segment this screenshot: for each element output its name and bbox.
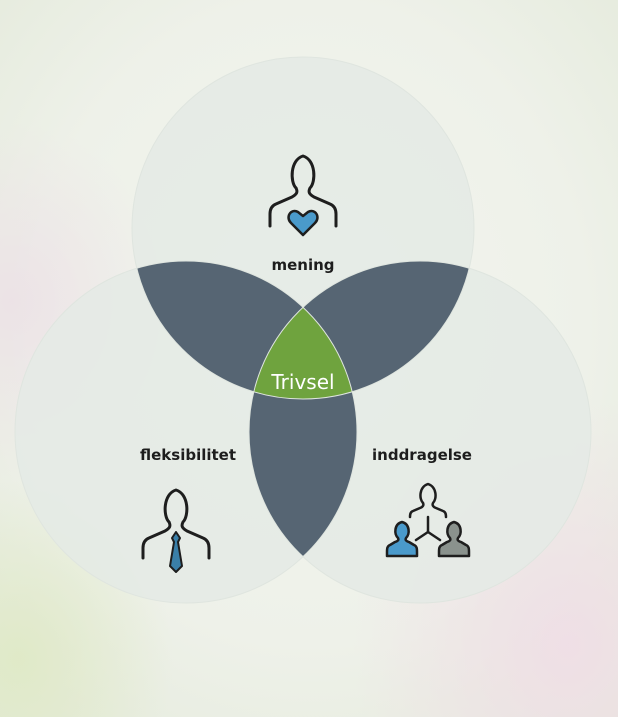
circle-label-inddragelse: inddragelse [372, 446, 472, 464]
person-heart-icon [268, 154, 338, 237]
circle-label-mening: mening [271, 256, 335, 274]
circle-label-fleksibilitet: fleksibilitet [139, 446, 237, 464]
center-label: Trivsel [271, 370, 335, 394]
person-tie-icon [141, 488, 211, 573]
people-network-icon [385, 482, 471, 558]
